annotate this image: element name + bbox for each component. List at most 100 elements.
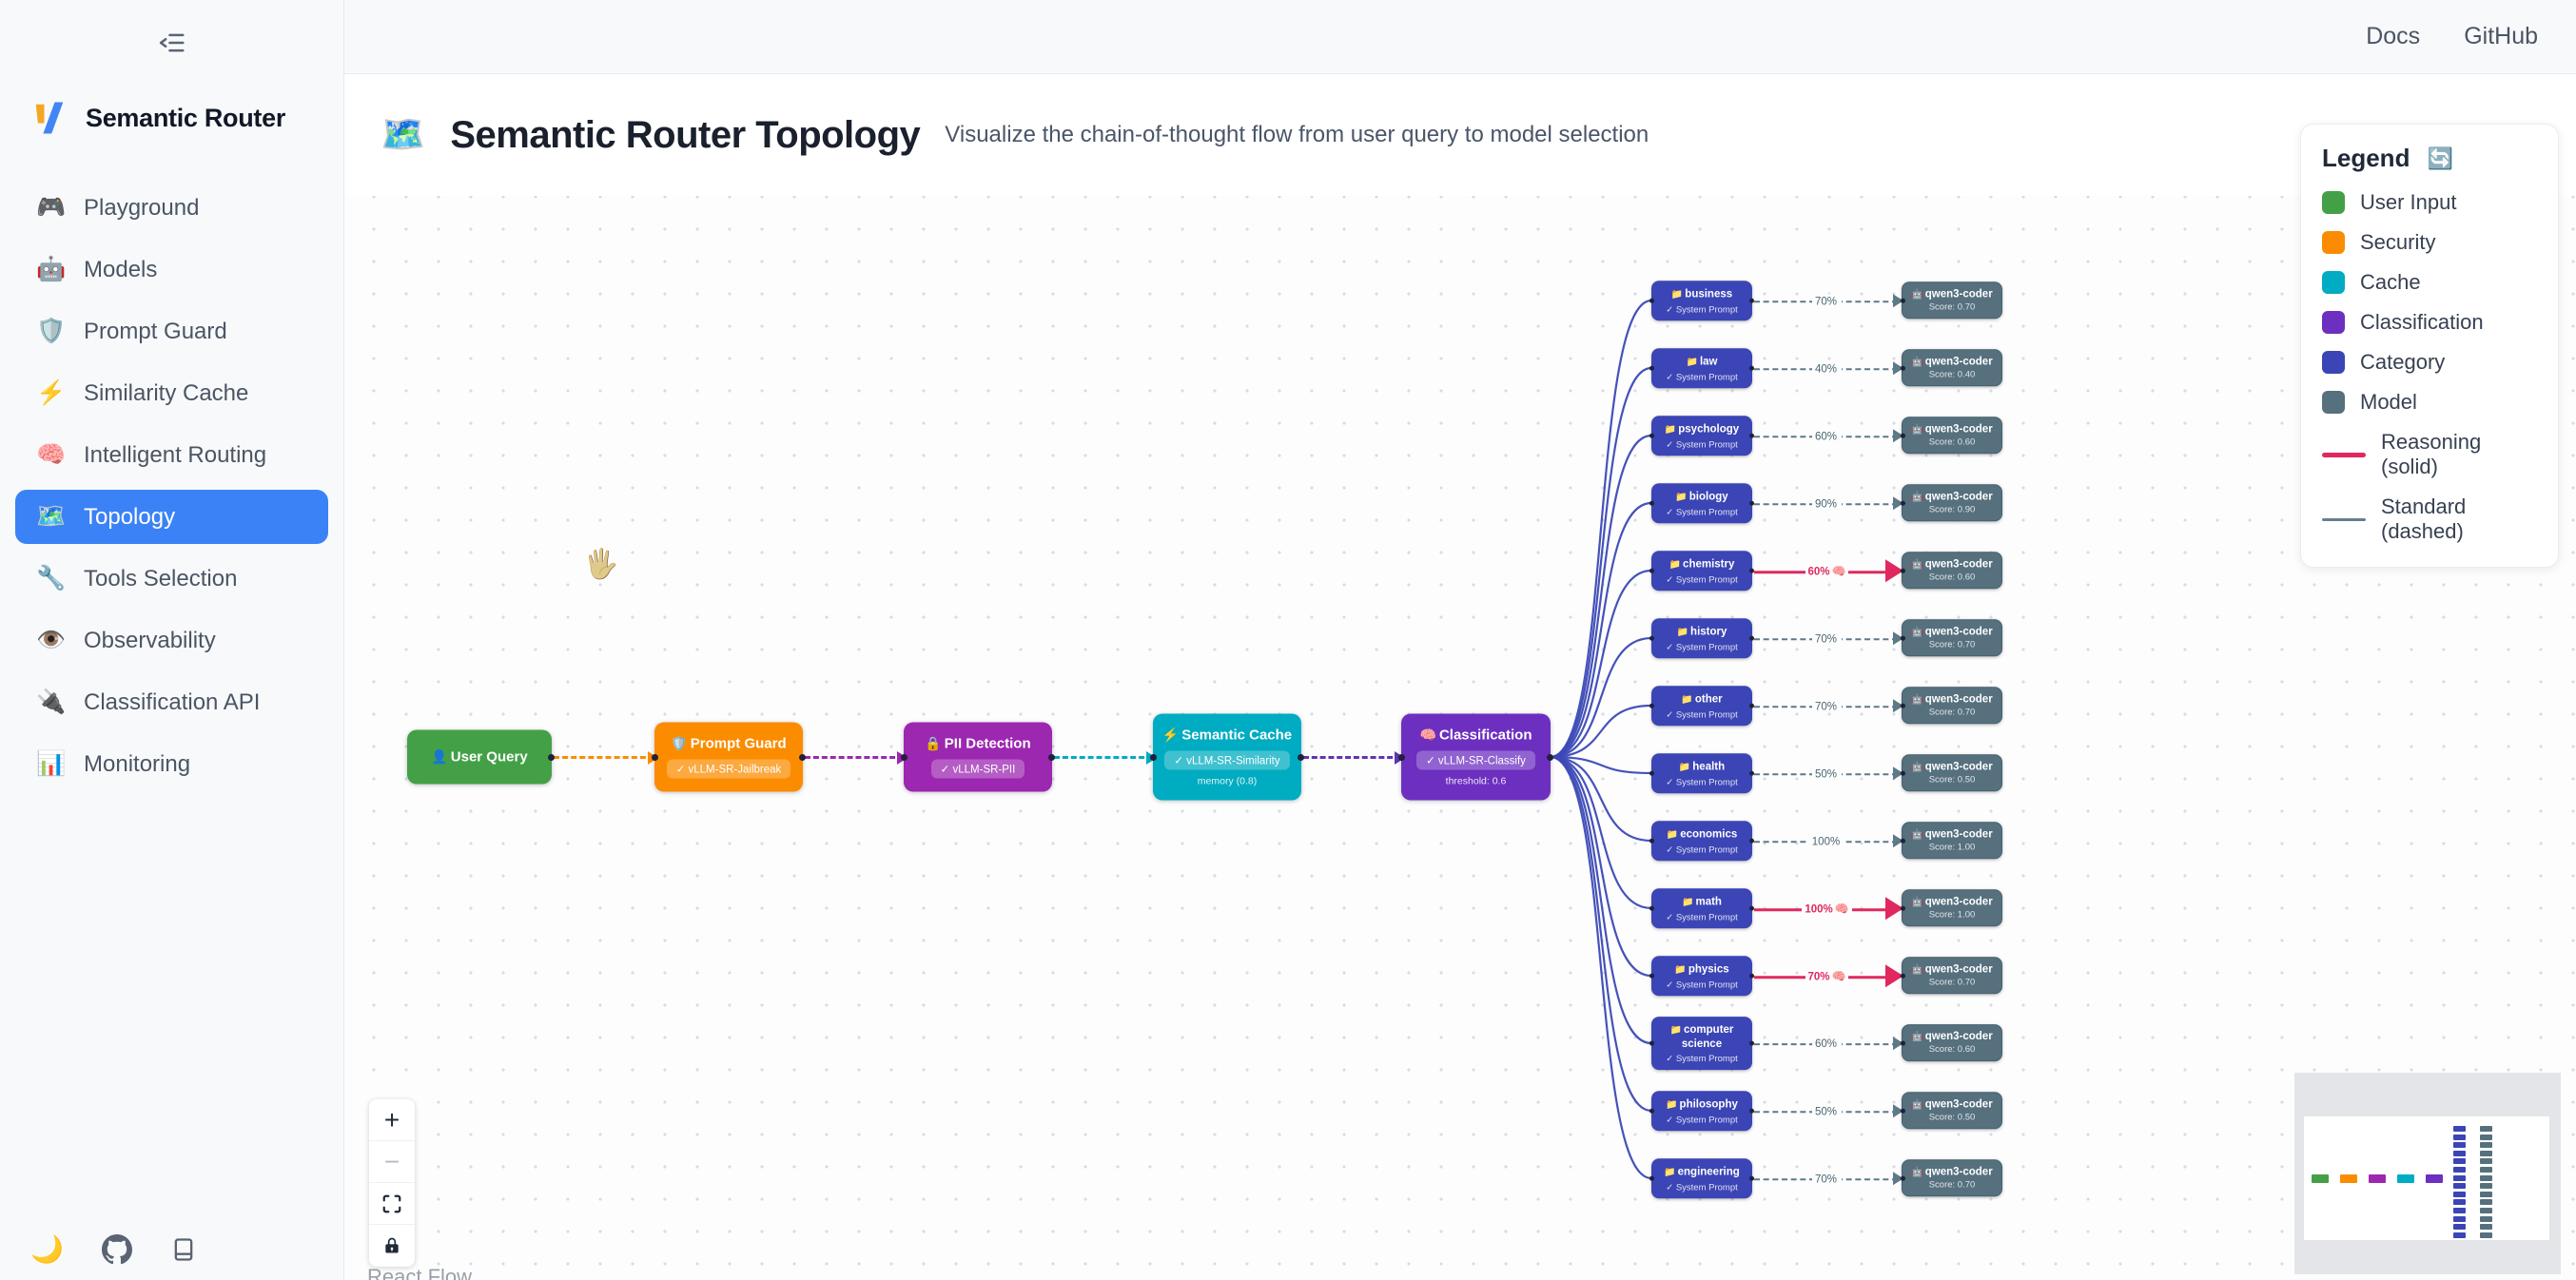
- model-name: qwen3-coder: [1924, 1098, 1993, 1111]
- model-score: Score: 1.00: [1928, 842, 1976, 853]
- category-node[interactable]: 📁economics ✓ System Prompt: [1651, 821, 1752, 861]
- category-node[interactable]: 📁other ✓ System Prompt: [1651, 686, 1752, 726]
- sidebar-footer: 🌙: [30, 1233, 197, 1265]
- category-model-edge: 70%: [1752, 286, 1903, 315]
- model-node[interactable]: 🤖qwen3-coder Score: 0.70: [1902, 281, 2002, 320]
- node-pii-detection[interactable]: 🔒PII Detection ✓ vLLM-SR-PII: [904, 722, 1052, 792]
- swatch: [2322, 311, 2345, 334]
- model-node[interactable]: 🤖qwen3-coder Score: 1.00: [1902, 822, 2002, 860]
- system-prompt-badge: ✓ System Prompt: [1666, 1053, 1738, 1064]
- wrench-icon: 🔧: [36, 565, 67, 592]
- category-model-edge: 90%: [1752, 489, 1903, 517]
- category-node[interactable]: 📁computer science ✓ System Prompt: [1651, 1017, 1752, 1070]
- sidebar-item-monitoring[interactable]: 📊Monitoring: [36, 750, 191, 777]
- model-node[interactable]: 🤖qwen3-coder Score: 0.60: [1902, 552, 2002, 590]
- category-name: other: [1694, 693, 1723, 706]
- theme-toggle-moon-icon[interactable]: 🌙: [30, 1234, 64, 1264]
- model-node[interactable]: 🤖qwen3-coder Score: 0.50: [1902, 754, 2002, 792]
- model-node[interactable]: 🤖qwen3-coder Score: 1.00: [1902, 889, 2002, 927]
- category-row: 📁philosophy ✓ System Prompt 50% 🤖qwen3-c…: [1651, 1091, 2002, 1131]
- system-prompt-badge: ✓ System Prompt: [1666, 506, 1738, 517]
- node-semantic-cache[interactable]: ⚡Semantic Cache ✓ vLLM-SR-Similarity mem…: [1153, 713, 1301, 801]
- sidebar-item-models[interactable]: 🤖Models: [36, 256, 158, 282]
- node-prompt-guard[interactable]: 🛡️Prompt Guard ✓ vLLM-SR-Jailbreak: [654, 722, 803, 792]
- model-node[interactable]: 🤖qwen3-coder Score: 0.70: [1902, 619, 2002, 657]
- model-name: qwen3-coder: [1924, 626, 1993, 638]
- minimap-viewport: [2304, 1116, 2549, 1240]
- model-name: qwen3-coder: [1924, 423, 1993, 436]
- category-node[interactable]: 📁biology ✓ System Prompt: [1651, 483, 1752, 523]
- playground-icon: 🎮: [36, 194, 67, 221]
- folder-icon: 📁: [1682, 897, 1694, 908]
- topology-canvas[interactable]: 🗺️ Semantic Router Topology Visualize th…: [344, 74, 2576, 1280]
- sidebar-item-intelligent-routing[interactable]: 🧠Intelligent Routing: [36, 441, 267, 468]
- sidebar-item-tools-selection[interactable]: 🔧Tools Selection: [36, 565, 238, 592]
- sidebar-item-topology[interactable]: 🗺️Topology: [15, 490, 328, 544]
- edge-match-label: 50%: [1811, 1104, 1843, 1117]
- model-node[interactable]: 🤖qwen3-coder Score: 0.90: [1902, 484, 2002, 522]
- model-node[interactable]: 🤖qwen3-coder Score: 0.70: [1902, 957, 2002, 995]
- model-node[interactable]: 🤖qwen3-coder Score: 0.60: [1902, 1024, 2002, 1062]
- zoom-out-button[interactable]: −: [369, 1141, 415, 1183]
- page-title: Semantic Router Topology: [450, 113, 921, 156]
- category-node[interactable]: 📁physics ✓ System Prompt: [1651, 956, 1752, 996]
- reactflow-attribution: React Flow: [367, 1265, 473, 1280]
- flow-controls: + −: [369, 1099, 415, 1267]
- sidebar-item-similarity-cache[interactable]: ⚡Similarity Cache: [36, 379, 249, 406]
- sidebar-collapse-button[interactable]: [0, 0, 343, 57]
- category-node[interactable]: 📁health ✓ System Prompt: [1651, 753, 1752, 793]
- arrowhead-icon: [1885, 964, 1903, 987]
- category-node[interactable]: 📁law ✓ System Prompt: [1651, 348, 1752, 388]
- swatch: [2322, 191, 2345, 214]
- model-node[interactable]: 🤖qwen3-coder Score: 0.70: [1902, 687, 2002, 725]
- lock-button[interactable]: [369, 1225, 415, 1267]
- category-node[interactable]: 📁engineering ✓ System Prompt: [1651, 1158, 1752, 1198]
- category-node[interactable]: 📁psychology ✓ System Prompt: [1651, 416, 1752, 456]
- legend-item-security: Security: [2322, 230, 2537, 255]
- github-link[interactable]: GitHub: [2464, 23, 2538, 49]
- model-score: Score: 0.60: [1928, 572, 1976, 583]
- model-node[interactable]: 🤖qwen3-coder Score: 0.50: [1902, 1092, 2002, 1130]
- edge-match-label: 100%🧠: [1802, 902, 1852, 915]
- node-classification[interactable]: 🧠Classification ✓ vLLM-SR-Classify thres…: [1401, 713, 1551, 801]
- sidebar-item-observability[interactable]: 👁️Observability: [36, 627, 216, 653]
- fit-view-button[interactable]: [369, 1183, 415, 1225]
- legend-item-standard: Standard (dashed): [2322, 495, 2537, 544]
- model-node[interactable]: 🤖qwen3-coder Score: 0.70: [1902, 1159, 2002, 1197]
- category-row: 📁biology ✓ System Prompt 90% 🤖qwen3-code…: [1651, 483, 2002, 523]
- swatch: [2322, 271, 2345, 294]
- category-node[interactable]: 📁history ✓ System Prompt: [1651, 618, 1752, 658]
- robot-icon: 🤖: [1911, 289, 1923, 301]
- category-name: chemistry: [1683, 558, 1735, 571]
- sidebar: Semantic Router 🎮Playground 🤖Models 🛡️Pr…: [0, 0, 344, 1280]
- model-node[interactable]: 🤖qwen3-coder Score: 0.40: [1902, 349, 2002, 387]
- category-node[interactable]: 📁business ✓ System Prompt: [1651, 281, 1752, 320]
- edge-match-label: 70%: [1811, 1172, 1843, 1185]
- docs-link[interactable]: Docs: [2366, 23, 2421, 49]
- category-row: 📁engineering ✓ System Prompt 70% 🤖qwen3-…: [1651, 1158, 2002, 1198]
- category-node[interactable]: 📁math ✓ System Prompt: [1651, 888, 1752, 928]
- folder-icon: 📁: [1674, 964, 1687, 976]
- node-user-query[interactable]: 👤User Query: [407, 729, 552, 785]
- category-row: 📁chemistry ✓ System Prompt 60%🧠 🤖qwen3-c…: [1651, 551, 2002, 591]
- category-node[interactable]: 📁philosophy ✓ System Prompt: [1651, 1091, 1752, 1131]
- sidebar-item-playground[interactable]: 🎮Playground: [36, 194, 200, 221]
- book-icon[interactable]: [170, 1236, 197, 1263]
- zoom-in-button[interactable]: +: [369, 1099, 415, 1141]
- category-node[interactable]: 📁chemistry ✓ System Prompt: [1651, 551, 1752, 591]
- model-score: Score: 0.70: [1928, 977, 1976, 988]
- robot-icon: 🤖: [1911, 694, 1923, 706]
- arrowhead-icon: [1893, 699, 1903, 712]
- github-icon[interactable]: [101, 1233, 132, 1265]
- refresh-icon[interactable]: 🔄: [2427, 145, 2453, 170]
- page-subtitle: Visualize the chain-of-thought flow from…: [945, 122, 1649, 147]
- minimap[interactable]: [2294, 1073, 2561, 1274]
- system-prompt-badge: ✓ System Prompt: [1666, 438, 1738, 450]
- sidebar-item-prompt-guard[interactable]: 🛡️Prompt Guard: [36, 318, 227, 344]
- model-node[interactable]: 🤖qwen3-coder Score: 0.60: [1902, 417, 2002, 455]
- category-row: 📁law ✓ System Prompt 40% 🤖qwen3-coder Sc…: [1651, 348, 2002, 388]
- model-score: Score: 0.90: [1928, 504, 1976, 515]
- model-name: qwen3-coder: [1924, 491, 1993, 503]
- sidebar-item-classification-api[interactable]: 🔌Classification API: [36, 688, 261, 715]
- plug-icon: 🔌: [36, 688, 67, 715]
